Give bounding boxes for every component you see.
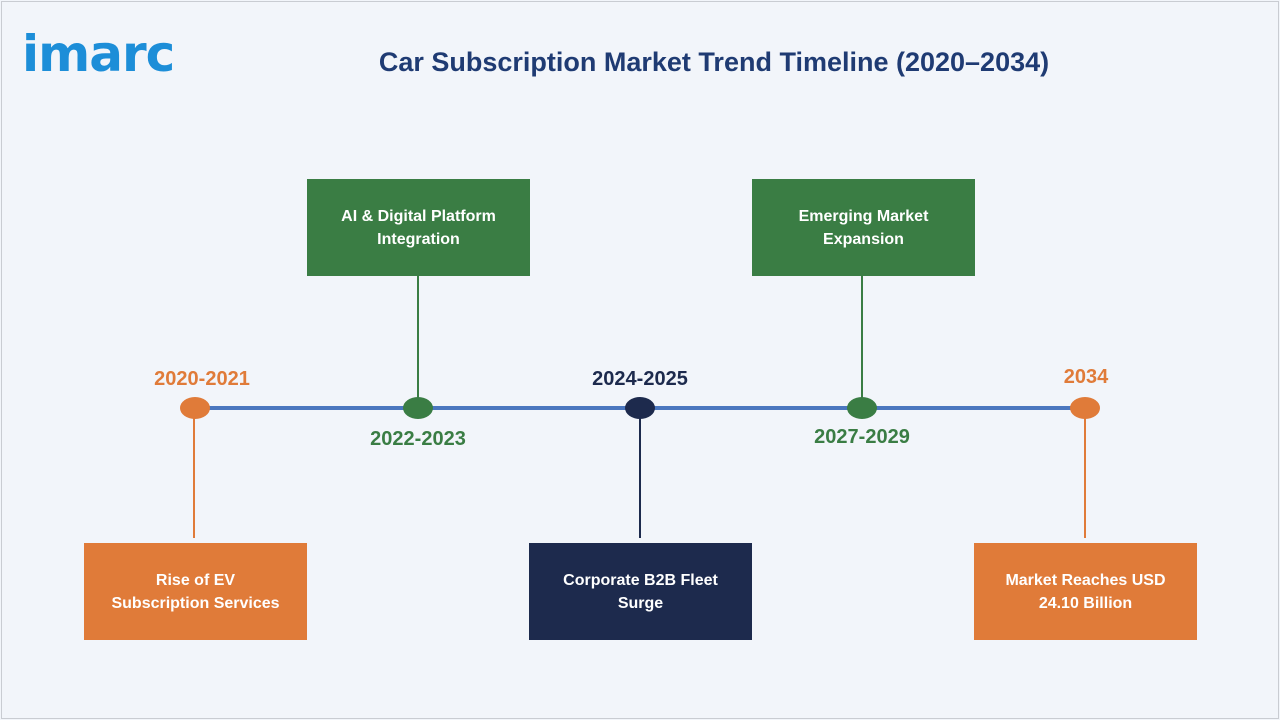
milestone-period: 2034 [1063,366,1109,388]
milestone-period: 2024-2025 [592,368,688,390]
milestone-box: Emerging Market Expansion [752,179,975,276]
milestone-stem [1084,418,1086,538]
milestone-dot [180,397,210,419]
milestone-dot [625,397,655,419]
milestone-stem [417,275,419,403]
milestone-stem [861,275,863,403]
milestone-stem [639,418,641,538]
page-title: Car Subscription Market Trend Timeline (… [378,47,1050,77]
milestone-box: Corporate B2B Fleet Surge [529,543,752,640]
milestone-period: 2027-2029 [814,426,910,448]
milestone-dot [1070,397,1100,419]
milestone-period: 2020-2021 [154,368,250,390]
milestone-period: 2022-2023 [370,428,466,450]
milestone-box: Rise of EV Subscription Services [84,543,307,640]
milestone-stem [193,418,195,538]
milestone-box: Market Reaches USD 24.10 Billion [974,543,1197,640]
brand-logo: imarc [22,25,175,83]
milestone-dot [403,397,433,419]
milestone-box: AI & Digital Platform Integration [307,179,530,276]
milestone-dot [847,397,877,419]
